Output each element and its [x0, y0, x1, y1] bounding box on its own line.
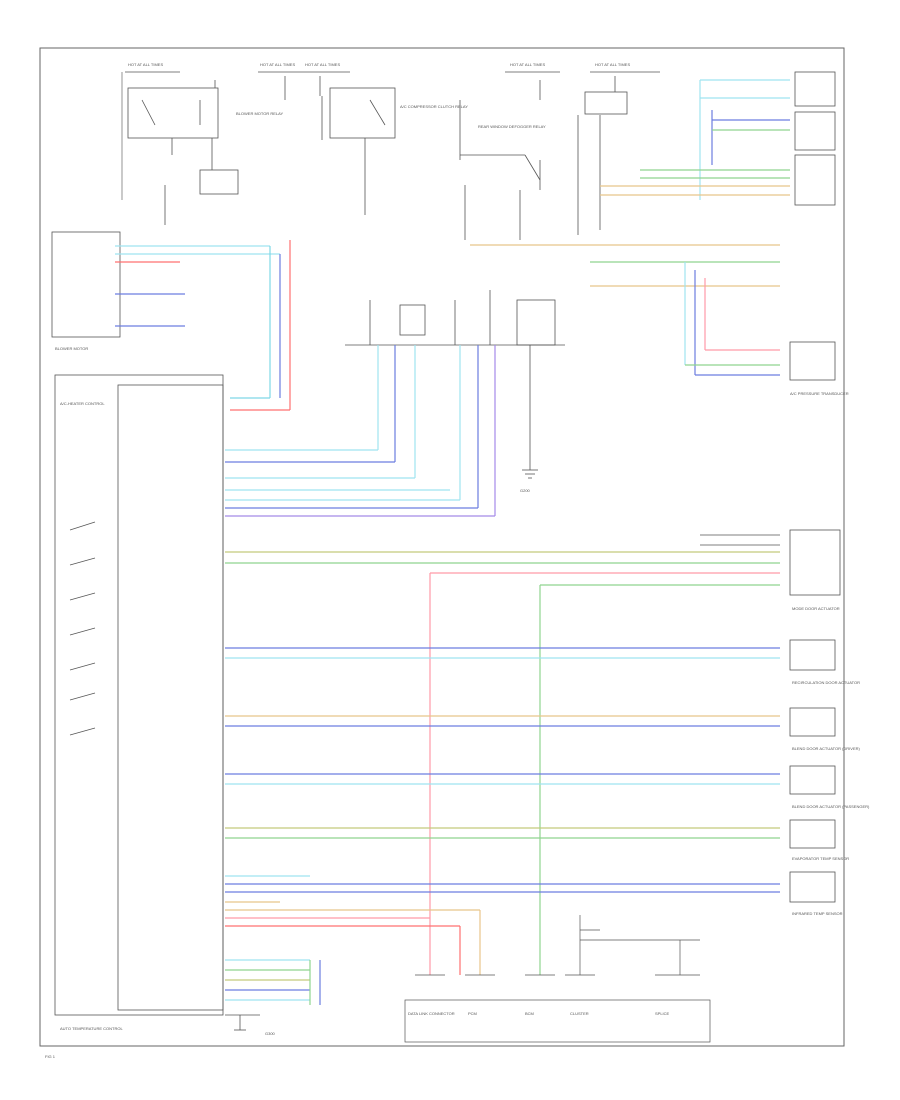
actuator-label-evap: EVAPORATOR TEMP SENSOR: [792, 856, 849, 861]
top-right-wires: [600, 79, 790, 200]
control-switches: [69, 521, 96, 736]
bottom-label-cluster: CLUSTER: [570, 1011, 589, 1016]
bottom-left-ground: [225, 1014, 260, 1031]
junction-top-right: [579, 534, 780, 975]
right-actuator-labels: MODE DOOR ACTUATOR RECIRCULATION DOOR AC…: [792, 606, 870, 916]
center-right-wires: [470, 244, 780, 376]
bottom-labels: DATA LINK CONNECTOR PCM BCM CLUSTER SPLI…: [408, 1011, 670, 1016]
diagram-frame: [39, 47, 845, 1047]
feed-label-3: HOT AT ALL TIMES: [305, 62, 340, 67]
relay-defog: [459, 80, 541, 240]
center-vertical-wires: [377, 345, 496, 516]
control-wires: [225, 449, 780, 1005]
bottom-label-dlc: DATA LINK CONNECTOR: [408, 1011, 455, 1016]
ground-label-center: G200: [520, 488, 531, 493]
relay-blower-label: BLOWER MOTOR RELAY: [236, 111, 284, 116]
ground-label-bottom: G300: [265, 1031, 276, 1036]
footer-id: FIG 1: [45, 1054, 56, 1059]
frame-caption: AUTO TEMPERATURE CONTROL: [60, 1026, 123, 1031]
blower-module-box: [51, 231, 121, 338]
feed-label-5: HOT AT ALL TIMES: [595, 62, 630, 67]
actuator-label-recirc: RECIRCULATION DOOR ACTUATOR: [792, 680, 860, 685]
bottom-label-bcm: BCM: [525, 1011, 534, 1016]
right-actuator-connectors: [789, 529, 841, 903]
right-connector-mid: [789, 341, 836, 381]
top-right-relay: [577, 76, 628, 235]
actuator-label-blend-driver: BLEND DOOR ACTUATOR (DRIVER): [792, 746, 861, 751]
center-ground: [522, 469, 538, 479]
relay-blower: [127, 80, 239, 225]
top-right-connectors: [794, 71, 836, 206]
control-module-label: A/C-HEATER CONTROL: [60, 401, 105, 406]
center-bus: [345, 290, 565, 470]
bottom-label-splice: SPLICE: [655, 1011, 670, 1016]
actuator-label-ir: INFRARED TEMP SENSOR: [792, 911, 843, 916]
bottom-terminations: [404, 974, 711, 1043]
component-label-transducer: A/C PRESSURE TRANSDUCER: [790, 391, 849, 396]
blower-module-wires: [115, 240, 291, 411]
actuator-label-blend-pass: BLEND DOOR ACTUATOR (PASSENGER): [792, 804, 870, 809]
feed-labels: HOT AT ALL TIMES HOT AT ALL TIMES HOT AT…: [128, 62, 630, 67]
component-label-blower: BLOWER MOTOR: [55, 346, 88, 351]
bottom-label-pcm: PCM: [468, 1011, 477, 1016]
relay-ac-label: A/C COMPRESSOR CLUTCH RELAY: [400, 104, 468, 109]
actuator-label-mode: MODE DOOR ACTUATOR: [792, 606, 840, 611]
feed-label-4: HOT AT ALL TIMES: [510, 62, 545, 67]
relay-ac-clutch: [284, 76, 396, 215]
control-module: [54, 374, 224, 1016]
feed-label-1: HOT AT ALL TIMES: [128, 62, 163, 67]
feed-label-2: HOT AT ALL TIMES: [260, 62, 295, 67]
relay-defog-label: REAR WINDOW DEFOGGER RELAY: [478, 124, 546, 129]
